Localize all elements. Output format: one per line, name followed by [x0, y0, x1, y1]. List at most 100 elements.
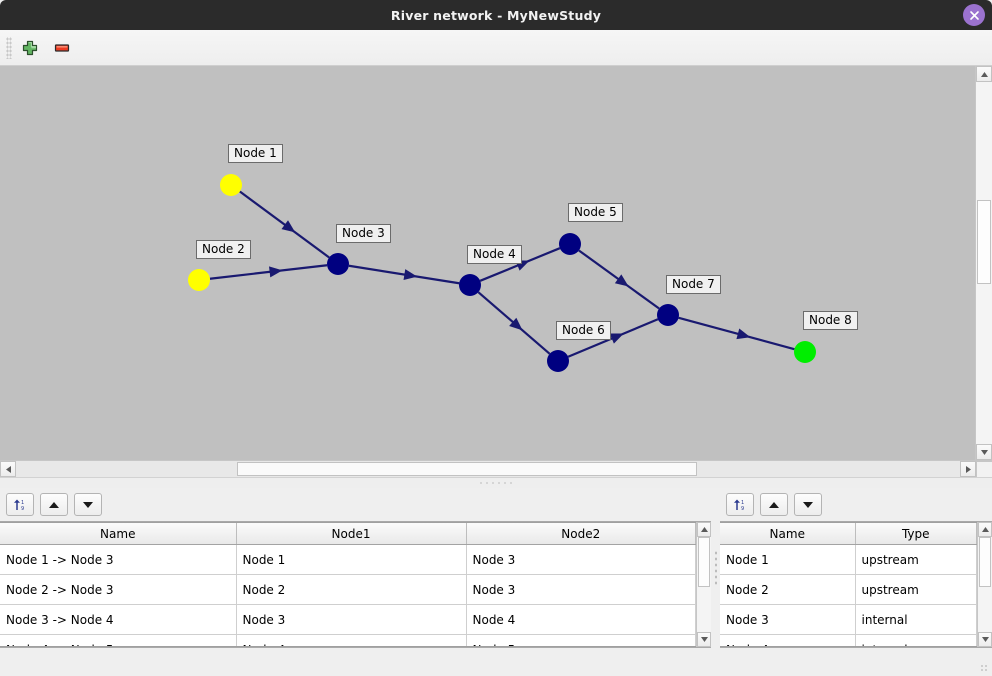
table-cell[interactable]: Node 3 — [466, 574, 696, 605]
table-cell[interactable]: Node 5 — [466, 634, 696, 646]
graph-node-node-4[interactable] — [459, 274, 481, 296]
table-cell[interactable]: Node 4 -> Node 5 — [0, 634, 237, 646]
reaches-vertical-scrollbar[interactable] — [696, 522, 711, 647]
table-cell[interactable]: Node 2 — [236, 574, 467, 605]
close-button[interactable] — [963, 4, 985, 26]
splitter-grip-icon — [713, 550, 718, 586]
vertical-splitter[interactable] — [711, 488, 720, 648]
graph-node-label-node-1[interactable]: Node 1 — [228, 144, 283, 163]
graph-edge-arrow-icon — [269, 266, 283, 278]
graph-hscroll-thumb[interactable] — [237, 462, 697, 476]
scroll-up-button[interactable] — [976, 66, 992, 82]
graph-node-label-node-5[interactable]: Node 5 — [568, 203, 623, 222]
graph-node-label-node-7[interactable]: Node 7 — [666, 275, 721, 294]
toolbar-grip[interactable] — [6, 36, 12, 59]
graph-node-node-1[interactable] — [220, 174, 242, 196]
table-cell[interactable]: Node 4 — [720, 634, 856, 646]
graph-edge[interactable] — [209, 264, 328, 280]
table-cell[interactable]: internal — [855, 634, 977, 646]
table-cell[interactable]: Node 2 — [720, 574, 856, 605]
add-plus-icon — [22, 40, 38, 55]
graph-vertical-scrollbar[interactable] — [975, 66, 992, 460]
graph-edge[interactable] — [348, 264, 460, 285]
graph-node-label-node-8[interactable]: Node 8 — [803, 311, 858, 330]
nodes-move-up-button[interactable] — [760, 493, 788, 516]
graph-node-node-5[interactable] — [559, 233, 581, 255]
graph-horizontal-scrollbar[interactable] — [0, 460, 992, 477]
reaches-scroll-up-button[interactable] — [697, 522, 711, 537]
nodes-vscroll-track[interactable] — [978, 537, 992, 632]
graph-vscroll-thumb[interactable] — [977, 200, 991, 284]
network-graph-svg — [188, 174, 816, 372]
graph-edge[interactable] — [678, 316, 795, 351]
nodes-sort-button[interactable]: 1 9 — [726, 493, 754, 516]
caret-up-icon — [981, 527, 989, 532]
graph-edge[interactable] — [239, 190, 330, 259]
graph-node-node-8[interactable] — [794, 341, 816, 363]
scroll-right-button[interactable] — [960, 461, 976, 477]
nodes-vscroll-thumb[interactable] — [979, 537, 991, 587]
resize-grip-icon[interactable] — [980, 664, 989, 673]
scroll-left-button[interactable] — [0, 461, 16, 477]
network-graph-canvas[interactable]: Node 1 Node 2 Node 3 Node 4 Node 5 Node 6 Node… — [0, 66, 975, 460]
nodes-vertical-scrollbar[interactable] — [977, 522, 992, 647]
graph-node-node-3[interactable] — [327, 253, 349, 275]
nodes-scroll-up-button[interactable] — [978, 522, 992, 537]
reaches-vscroll-thumb[interactable] — [698, 537, 710, 587]
table-cell[interactable]: upstream — [855, 574, 977, 605]
table-cell[interactable]: Node 3 -> Node 4 — [0, 604, 237, 635]
table-row[interactable]: Node 4internal — [720, 634, 977, 646]
graph-node-node-6[interactable] — [547, 350, 569, 372]
nodes-column-header-name[interactable]: Name — [720, 523, 856, 545]
svg-text:1: 1 — [21, 500, 24, 506]
nodes-move-down-button[interactable] — [794, 493, 822, 516]
reaches-move-up-button[interactable] — [40, 493, 68, 516]
graph-node-node-7[interactable] — [657, 304, 679, 326]
graph-node-label-node-2[interactable]: Node 2 — [196, 240, 251, 259]
reaches-scroll-down-button[interactable] — [697, 632, 711, 647]
table-cell[interactable]: upstream — [855, 544, 977, 575]
reaches-vscroll-track[interactable] — [697, 537, 711, 632]
reaches-column-header-node2[interactable]: Node2 — [466, 523, 696, 545]
graph-node-label-node-4[interactable]: Node 4 — [467, 245, 522, 264]
reaches-move-down-button[interactable] — [74, 493, 102, 516]
table-cell[interactable]: internal — [855, 604, 977, 635]
table-cell[interactable]: Node 4 — [466, 604, 696, 635]
horizontal-splitter[interactable] — [0, 477, 992, 488]
table-cell[interactable]: Node 3 — [466, 544, 696, 575]
table-cell[interactable]: Node 3 — [720, 604, 856, 635]
graph-node-label-node-6[interactable]: Node 6 — [556, 321, 611, 340]
table-cell[interactable]: Node 4 — [236, 634, 467, 646]
remove-node-button[interactable] — [48, 34, 76, 62]
graph-edge-arrow-icon — [281, 220, 296, 233]
table-cell[interactable]: Node 2 -> Node 3 — [0, 574, 237, 605]
reaches-column-header-name[interactable]: Name — [0, 523, 237, 545]
graph-node-node-2[interactable] — [188, 269, 210, 291]
table-cell[interactable]: Node 1 -> Node 3 — [0, 544, 237, 575]
add-node-button[interactable] — [16, 34, 44, 62]
graph-hscroll-track[interactable] — [16, 461, 960, 477]
graph-node-label-node-3[interactable]: Node 3 — [336, 224, 391, 243]
table-cell[interactable]: Node 3 — [236, 604, 467, 635]
nodes-column-header-type[interactable]: Type — [855, 523, 977, 545]
table-cell[interactable]: Node 1 — [236, 544, 467, 575]
table-cell[interactable]: Node 1 — [720, 544, 856, 575]
reaches-sort-button[interactable]: 1 9 — [6, 493, 34, 516]
scroll-down-button[interactable] — [976, 444, 992, 460]
graph-vscroll-track[interactable] — [976, 82, 992, 444]
reaches-column-header-node1[interactable]: Node1 — [236, 523, 467, 545]
nodes-scroll-down-button[interactable] — [978, 632, 992, 647]
